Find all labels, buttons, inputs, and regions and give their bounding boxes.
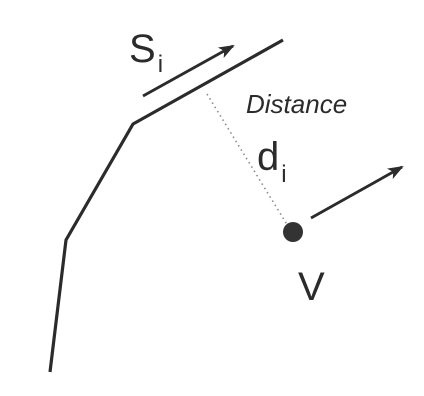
distance-label-main: d <box>257 135 279 179</box>
segment-direction-arrow <box>142 44 235 98</box>
distance-label: di <box>257 135 287 188</box>
distance-caption: Distance <box>246 89 347 119</box>
point-label: V <box>298 265 325 309</box>
point-v <box>283 222 303 242</box>
point-direction-arrow <box>310 165 404 220</box>
distance-label-sub: i <box>281 161 286 188</box>
distance-dotted-line <box>206 93 292 232</box>
polyline-path <box>48 38 284 373</box>
segment-label-main: S <box>129 27 156 71</box>
segment-label-sub: i <box>158 51 163 78</box>
segment-label: Si <box>129 27 163 78</box>
